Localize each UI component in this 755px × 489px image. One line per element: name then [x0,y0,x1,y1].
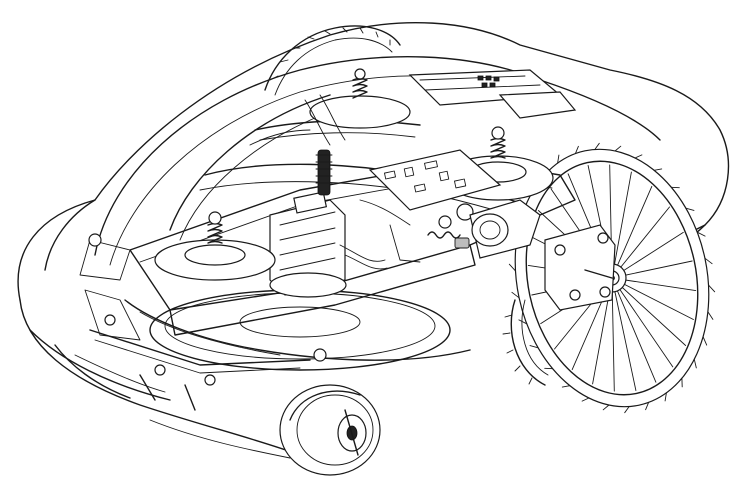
tread-lug [594,142,600,150]
outer-shell [17,21,730,459]
tread-lug [561,385,571,388]
circuit-board [368,149,502,229]
tread-lug [624,406,630,414]
wiring [249,94,421,270]
tread-lug [581,397,590,402]
wheel-spoke [611,171,632,279]
cutting-motor [269,149,347,298]
tread-lug [653,168,663,171]
tread-lug [685,207,695,211]
wheel-spoke [611,277,637,391]
front-wheel [279,384,381,476]
tread-lug [708,284,716,293]
tread-lug [707,311,714,320]
wheel-spoke [611,277,687,346]
tread-lug [508,263,516,272]
tread-lug [664,392,667,402]
spring-mount-left [154,211,276,281]
wheel-spoke [611,277,694,320]
tread-lug [702,336,708,346]
tread-lug [634,154,643,159]
tread-lug [557,154,560,164]
wheel-spoke [611,185,653,279]
wheel-spoke [611,277,657,383]
tread-lug [602,404,610,411]
rear-lower-wheel [502,299,549,386]
cutting-disc [149,289,451,371]
front-bumper-hardware [88,233,327,411]
chassis-frame [79,159,576,341]
tread-lug [511,291,520,299]
tread-lug [693,358,697,369]
wheel-spoke [611,277,674,368]
tread-lug [574,145,579,155]
drive-motor [427,199,541,259]
tread-lug [518,319,528,325]
tread-lug [529,345,539,349]
rear-drive-wheel [508,142,716,414]
tread-lug [614,145,622,152]
tread-lug [645,401,650,411]
control-panel [408,69,577,119]
tread-lug [704,257,713,265]
tread-lug [696,231,706,237]
rear-left-wheel [264,25,401,96]
wheel-spoke [611,206,670,279]
spring-mount-top [309,68,411,129]
